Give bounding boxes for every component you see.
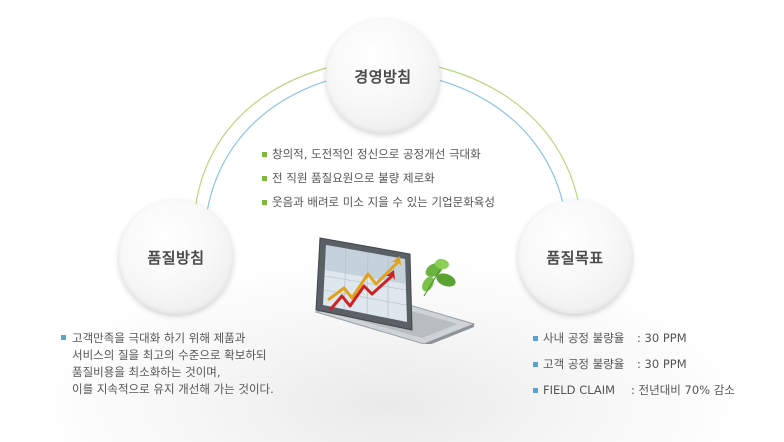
list-item: 웃음과 배려로 미소 지을 수 있는 기업문화육성 bbox=[262, 194, 495, 218]
list-item: 고객 공정 불량율 : 30 PPM bbox=[533, 356, 687, 382]
quality-goal-title: 품질목표 bbox=[546, 248, 604, 267]
bullet-icon bbox=[533, 336, 538, 341]
bullet-icon bbox=[262, 152, 267, 157]
bullet-icon bbox=[533, 362, 538, 367]
policy-line: 품질비용을 최소화하는 것이며, bbox=[72, 365, 221, 379]
policy-line: 이를 지속적으로 유지 개선해 가는 것이다. bbox=[72, 382, 274, 396]
goal-value: : 30 PPM bbox=[637, 331, 687, 345]
policy-line: 고객만족을 극대화 하기 위해 제품과 bbox=[72, 331, 246, 345]
list-item: FIELD CLAIM : 전년대비 70% 감소 bbox=[533, 382, 735, 408]
quality-policy-circle: 품질방침 bbox=[119, 200, 233, 314]
quality-goal-list: 사내 공정 불량율 : 30 PPM 고객 공정 불량율 : 30 PPM FI… bbox=[533, 330, 735, 408]
goal-label: 사내 공정 불량율 bbox=[543, 331, 625, 345]
bullet-icon bbox=[262, 200, 267, 205]
list-item: 전 직원 품질요원으로 불량 제로화 bbox=[262, 170, 495, 194]
quality-policy-title: 품질방침 bbox=[147, 248, 205, 267]
goal-label: 고객 공정 불량율 bbox=[543, 357, 625, 371]
bullet-icon bbox=[262, 176, 267, 181]
laptop-chart-illustration bbox=[314, 237, 476, 344]
goal-label: FIELD CLAIM bbox=[543, 383, 616, 397]
goal-value: : 30 PPM bbox=[637, 357, 687, 371]
management-policy-circle: 경영방침 bbox=[326, 19, 440, 133]
quality-goal-circle: 품질목표 bbox=[518, 200, 632, 314]
bullet-icon bbox=[533, 388, 538, 393]
goal-value: : 전년대비 70% 감소 bbox=[631, 383, 735, 397]
quality-policy-text: 고객만족을 극대화 하기 위해 제품과 서비스의 질을 최고의 수준으로 확보하… bbox=[61, 330, 274, 398]
management-policy-list: 창의적, 도전적인 정신으로 공정개선 극대화 전 직원 품질요원으로 불량 제… bbox=[262, 146, 495, 218]
management-policy-title: 경영방침 bbox=[354, 67, 412, 86]
list-item: 창의적, 도전적인 정신으로 공정개선 극대화 bbox=[262, 146, 495, 170]
list-item: 사내 공정 불량율 : 30 PPM bbox=[533, 330, 687, 356]
leaf-icon bbox=[422, 258, 456, 297]
bullet-icon bbox=[61, 335, 66, 340]
policy-line: 서비스의 질을 최고의 수준으로 확보하되 bbox=[72, 348, 267, 362]
